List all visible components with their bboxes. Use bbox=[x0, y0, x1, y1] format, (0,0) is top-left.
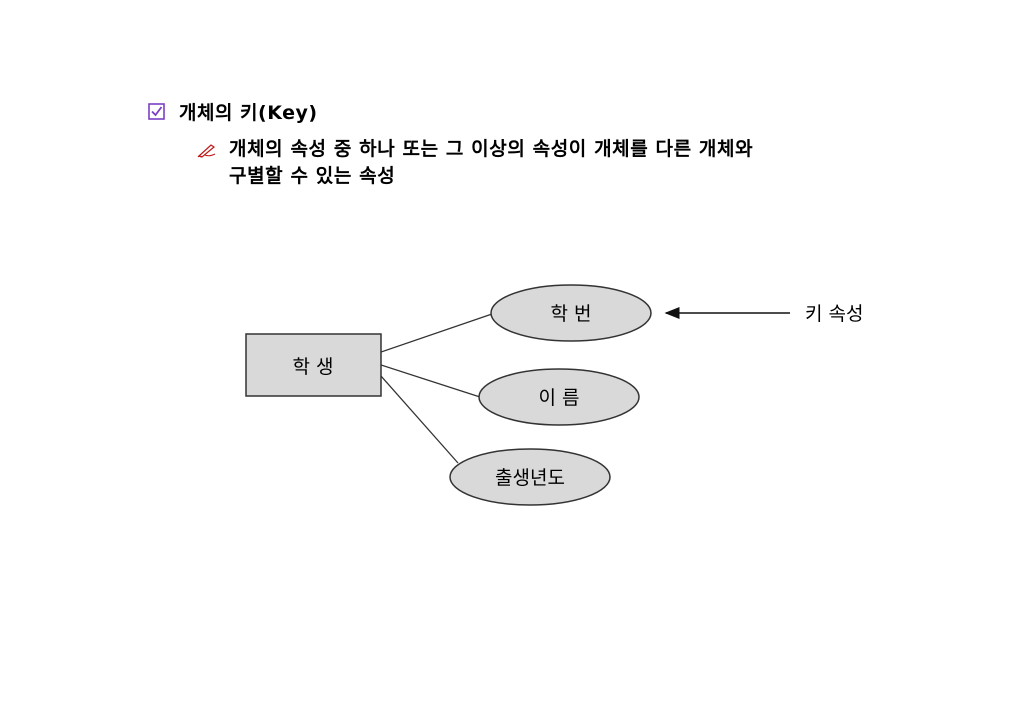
attribute-label-name: 이 름 bbox=[539, 387, 580, 409]
attribute-label-birth-year: 출생년도 bbox=[495, 467, 565, 489]
definition-text: 개체의 속성 중 하나 또는 그 이상의 속성이 개체를 다른 개체와 구별할 … bbox=[229, 136, 929, 190]
attribute-ellipse-birth-year bbox=[449, 448, 611, 506]
key-attribute-label: 키 속성 bbox=[805, 303, 863, 325]
entity-box bbox=[245, 333, 382, 397]
attribute-ellipse-student-number bbox=[490, 284, 652, 342]
definition-line-1: 개체의 속성 중 하나 또는 그 이상의 속성이 개체를 다른 개체와 bbox=[229, 138, 754, 160]
connector-line-name bbox=[380, 364, 481, 398]
connector-line-birth-year bbox=[380, 375, 459, 464]
checkbox-checked-icon bbox=[148, 103, 165, 120]
writing-hand-icon bbox=[197, 144, 216, 158]
attribute-ellipse-name bbox=[478, 368, 640, 426]
entity-label: 학 생 bbox=[293, 356, 334, 378]
connector-line-student-number bbox=[380, 313, 493, 353]
definition-bullet: 개체의 속성 중 하나 또는 그 이상의 속성이 개체를 다른 개체와 구별할 … bbox=[197, 136, 929, 190]
heading-text: 개체의 키(Key) bbox=[179, 102, 318, 124]
attribute-label-student-number: 학 번 bbox=[551, 303, 592, 325]
definition-line-2: 구별할 수 있는 속성 bbox=[229, 165, 396, 187]
heading: 개체의 키(Key) bbox=[148, 98, 318, 125]
